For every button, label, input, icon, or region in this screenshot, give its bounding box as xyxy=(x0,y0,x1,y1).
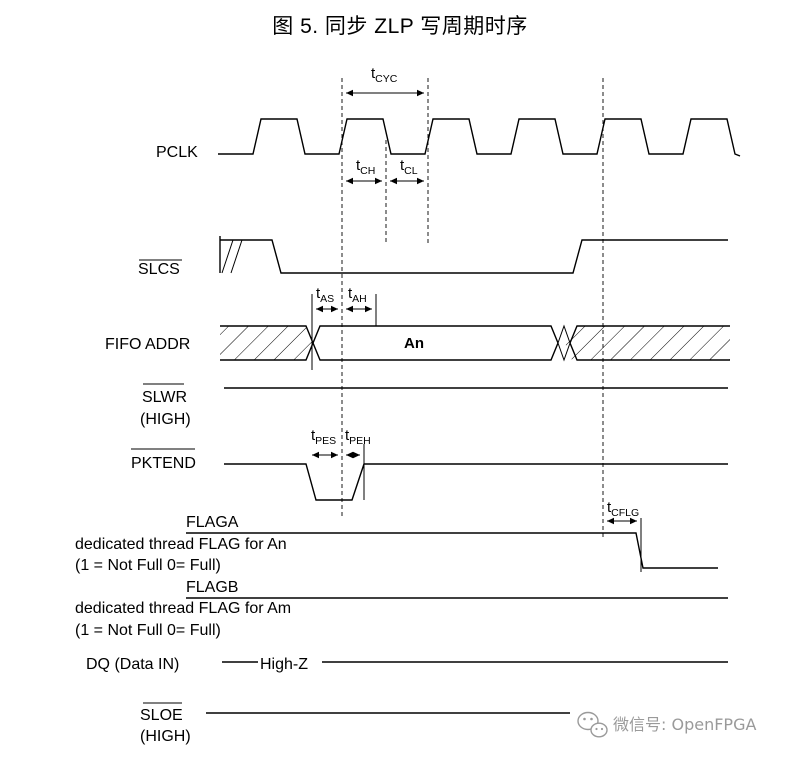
pclk-waveform xyxy=(218,118,741,157)
flaga-waveform xyxy=(186,532,718,569)
diagram-title: 图 5. 同步 ZLP 写周期时序 xyxy=(272,15,528,38)
pktend-waveform xyxy=(224,463,728,501)
flagb-note: (1 = Not Full 0= Full) xyxy=(75,622,221,639)
watermark-text: 微信号: OpenFPGA xyxy=(613,715,756,734)
sloe-state: (HIGH) xyxy=(140,728,191,745)
fifo-addr-hatch-right xyxy=(565,326,730,360)
tcyc-label: tCYC xyxy=(371,65,398,85)
slcs-start-slash-2 xyxy=(230,239,243,274)
fifo-addr-bus-top xyxy=(220,325,559,361)
tas-label: tAS xyxy=(316,285,334,305)
slwr-state: (HIGH) xyxy=(140,411,191,428)
flagb-label: FLAGB xyxy=(186,579,238,596)
fifo-addr-value: An xyxy=(404,335,424,352)
tpeh-label: tPEH xyxy=(345,427,371,447)
flagb-description: dedicated thread FLAG for Am xyxy=(75,600,291,617)
fifo-addr-right-bottom xyxy=(569,342,730,361)
dq-label: DQ (Data IN) xyxy=(86,656,179,673)
pktend-label: PKTEND xyxy=(131,455,196,472)
tcl-label: tCL xyxy=(400,157,418,177)
slcs-start-slash-1 xyxy=(221,239,234,274)
wechat-icon xyxy=(577,711,608,738)
fifo-addr-hatch-left xyxy=(220,326,313,360)
slwr-label: SLWR xyxy=(142,389,187,406)
dq-state: High-Z xyxy=(260,656,308,673)
flaga-note: (1 = Not Full 0= Full) xyxy=(75,557,221,574)
pclk-label: PCLK xyxy=(156,144,198,161)
flaga-label: FLAGA xyxy=(186,514,239,531)
flaga-description: dedicated thread FLAG for An xyxy=(75,536,287,553)
tcflg-label: tCFLG xyxy=(607,499,639,519)
tpes-label: tPES xyxy=(311,427,336,447)
slcs-label: SLCS xyxy=(138,261,180,278)
fifo-addr-right-top xyxy=(569,325,730,344)
tah-label: tAH xyxy=(348,285,367,305)
sloe-label: SLOE xyxy=(140,707,183,724)
fifo-addr-label: FIFO ADDR xyxy=(105,336,190,353)
slcs-waveform xyxy=(220,239,728,274)
tch-label: tCH xyxy=(356,157,375,177)
fifo-addr-bus-bottom xyxy=(220,325,559,361)
